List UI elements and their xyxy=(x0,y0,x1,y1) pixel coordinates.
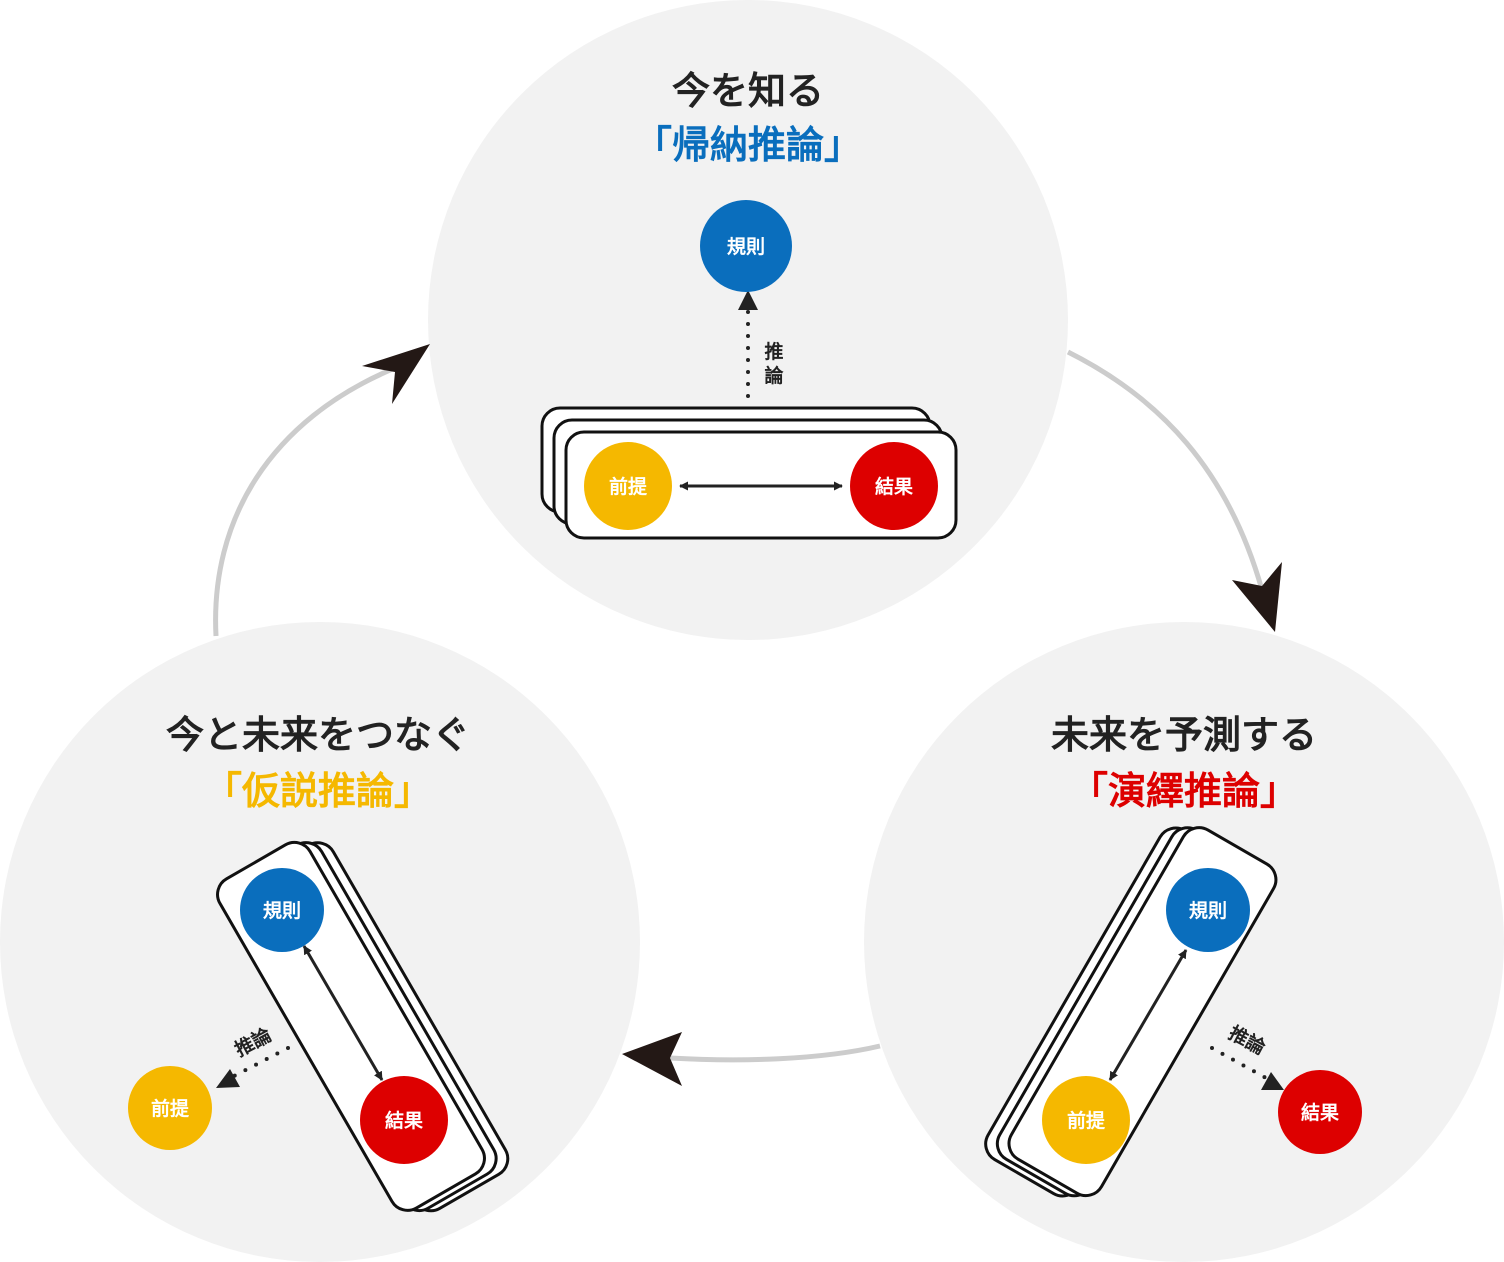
induction-premise-label: 前提 xyxy=(609,475,648,498)
deduction-result-node xyxy=(1278,1070,1362,1154)
deduction-rule-node xyxy=(1166,868,1250,952)
abduction-rule-label: 規則 xyxy=(263,900,301,922)
abduction-rule-result-arrow xyxy=(302,945,384,1081)
deduction-rule-label: 規則 xyxy=(1189,900,1227,922)
abduction-title: 今と未来をつなぐ xyxy=(166,713,470,757)
cycle-arrow-head-to-deduction xyxy=(1232,562,1282,632)
cycle-arrow-head-to-induction xyxy=(362,344,430,404)
induction-rule-node xyxy=(700,200,792,292)
abduction-premise-label: 前提 xyxy=(151,1097,190,1120)
induction-result-node xyxy=(850,442,938,530)
cycle-arrow-induction-to-deduction xyxy=(1066,349,1265,591)
cycle-arrow-head-to-abduction xyxy=(622,1032,682,1086)
induction-inference-arrowhead xyxy=(738,290,758,310)
induction-inference-label-top: 推 xyxy=(764,340,783,363)
cycle-arrow-deduction-to-abduction xyxy=(669,1043,881,1063)
cycle-arrow-abduction-to-induction xyxy=(213,365,396,637)
induction-premise-node xyxy=(584,442,672,530)
induction-inference-label-bottom: 論 xyxy=(764,364,784,387)
induction-rule-label: 規則 xyxy=(727,236,765,258)
deduction-inference-dotted-arrow xyxy=(1210,1046,1268,1080)
abduction-result-label: 結果 xyxy=(385,1109,423,1132)
deduction-premise-node xyxy=(1042,1076,1130,1164)
abduction-rule-node xyxy=(240,868,324,952)
deduction-title: 未来を予測する xyxy=(1051,713,1317,757)
abduction-result-node xyxy=(360,1076,448,1164)
induction-title: 今を知る xyxy=(672,69,824,113)
deduction-subtitle: 「演繹推論」 xyxy=(1070,769,1298,813)
deduction-premise-label: 前提 xyxy=(1067,1109,1106,1132)
deduction-rule-premise-arrow xyxy=(1108,949,1188,1081)
deduction-inference-arrowhead xyxy=(1261,1072,1284,1090)
abduction-premise-node xyxy=(128,1066,212,1150)
abduction-subtitle: 「仮説推論」 xyxy=(204,769,432,813)
deduction-result-label: 結果 xyxy=(1301,1101,1339,1124)
induction-result-label: 結果 xyxy=(875,475,913,498)
abduction-inference-arrowhead xyxy=(216,1069,240,1088)
abduction-inference-dotted-arrow xyxy=(232,1046,290,1078)
induction-subtitle: 「帰納推論」 xyxy=(634,123,862,167)
